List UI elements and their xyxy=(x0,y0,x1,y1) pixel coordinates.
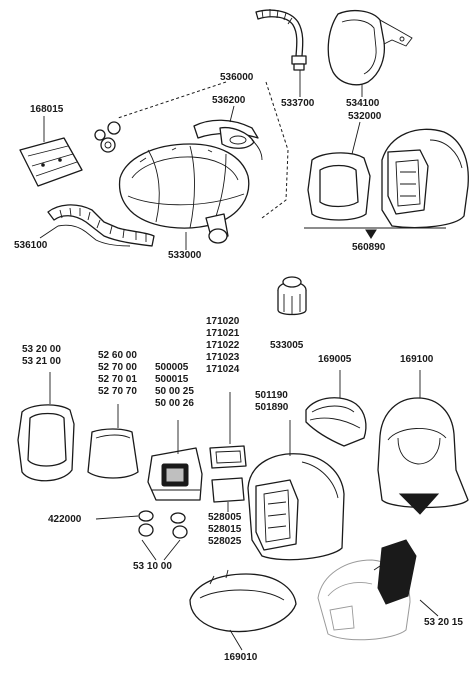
label-171022: 171022 xyxy=(206,340,240,351)
battery-caps-531000 xyxy=(95,510,188,561)
label-group-501190: 501190 501890 xyxy=(255,390,288,414)
label-500026: 50 00 26 xyxy=(155,398,194,409)
label-527070: 52 70 70 xyxy=(98,386,137,397)
label-528015: 528015 xyxy=(208,524,242,535)
label-171024: 171024 xyxy=(206,364,240,375)
label-527000: 52 70 00 xyxy=(98,362,137,373)
label-536200: 536200 xyxy=(212,95,246,106)
label-532100: 53 21 00 xyxy=(22,356,61,367)
label-527001: 52 70 01 xyxy=(98,374,137,385)
blower-533005 xyxy=(277,276,307,316)
ratchet-knob-parts xyxy=(94,121,121,153)
sweatband-168015 xyxy=(19,116,83,187)
label-169100: 169100 xyxy=(400,354,434,365)
label-171020: 171020 xyxy=(206,316,240,327)
sweat-strap-536100 xyxy=(39,204,155,247)
magnifier-528005 xyxy=(211,477,245,512)
label-group-500005: 500005 500015 50 00 25 50 00 26 xyxy=(155,362,194,410)
label-501890: 501890 xyxy=(255,402,289,413)
label-group-171020: 171020 171021 171022 171023 171024 xyxy=(206,316,239,376)
head-cover-169005 xyxy=(305,370,367,447)
label-528025: 528025 xyxy=(208,536,242,547)
label-171021: 171021 xyxy=(206,328,240,339)
inside-cover-171020 xyxy=(209,392,247,469)
label-536000: 536000 xyxy=(220,72,254,83)
head-harness-533000 xyxy=(118,143,250,250)
label-169010: 169010 xyxy=(224,652,258,663)
side-window-532015 xyxy=(317,539,439,641)
label-528005: 528005 xyxy=(208,512,242,523)
label-group-526000: 52 60 00 52 70 00 52 70 01 52 70 70 xyxy=(98,350,137,398)
bib-169010 xyxy=(189,569,297,651)
label-560890: 560890 xyxy=(352,242,386,253)
label-500025: 50 00 25 xyxy=(155,386,194,397)
label-168015: 168015 xyxy=(30,104,64,115)
visor-532000-top xyxy=(307,121,371,221)
helmet-501190 xyxy=(247,420,345,561)
label-534100: 534100 xyxy=(346,98,380,109)
label-526000: 52 60 00 xyxy=(98,350,137,361)
callout-536000 xyxy=(117,81,289,219)
label-500015: 500015 xyxy=(155,374,189,385)
label-533005: 533005 xyxy=(270,340,304,351)
label-171023: 171023 xyxy=(206,352,240,363)
cover-lens-526000 xyxy=(87,404,139,479)
label-536100: 536100 xyxy=(14,240,48,251)
label-533700: 533700 xyxy=(281,98,315,109)
visor-532000-lower xyxy=(17,372,75,482)
label-532000: 53 20 00 xyxy=(22,344,61,355)
label-500005: 500005 xyxy=(155,362,189,373)
label-422000: 422000 xyxy=(48,514,82,525)
helmet-560890 xyxy=(304,128,469,239)
breathing-tube-533700 xyxy=(255,9,307,97)
hood-169100 xyxy=(377,370,469,515)
label-group-532000: 53 20 00 53 21 00 xyxy=(22,344,61,368)
label-group-528005: 528005 528015 528025 xyxy=(208,512,241,548)
head-top-534100 xyxy=(327,9,413,97)
adf-cassette-500005 xyxy=(147,420,203,501)
label-533000: 533000 xyxy=(168,250,202,261)
label-531000: 53 10 00 xyxy=(133,561,172,572)
label-532000-top: 532000 xyxy=(348,111,382,122)
label-532015: 53 20 15 xyxy=(424,617,463,628)
harness-strap-536200 xyxy=(193,105,263,161)
label-501190: 501190 xyxy=(255,390,288,401)
label-169005: 169005 xyxy=(318,354,352,365)
